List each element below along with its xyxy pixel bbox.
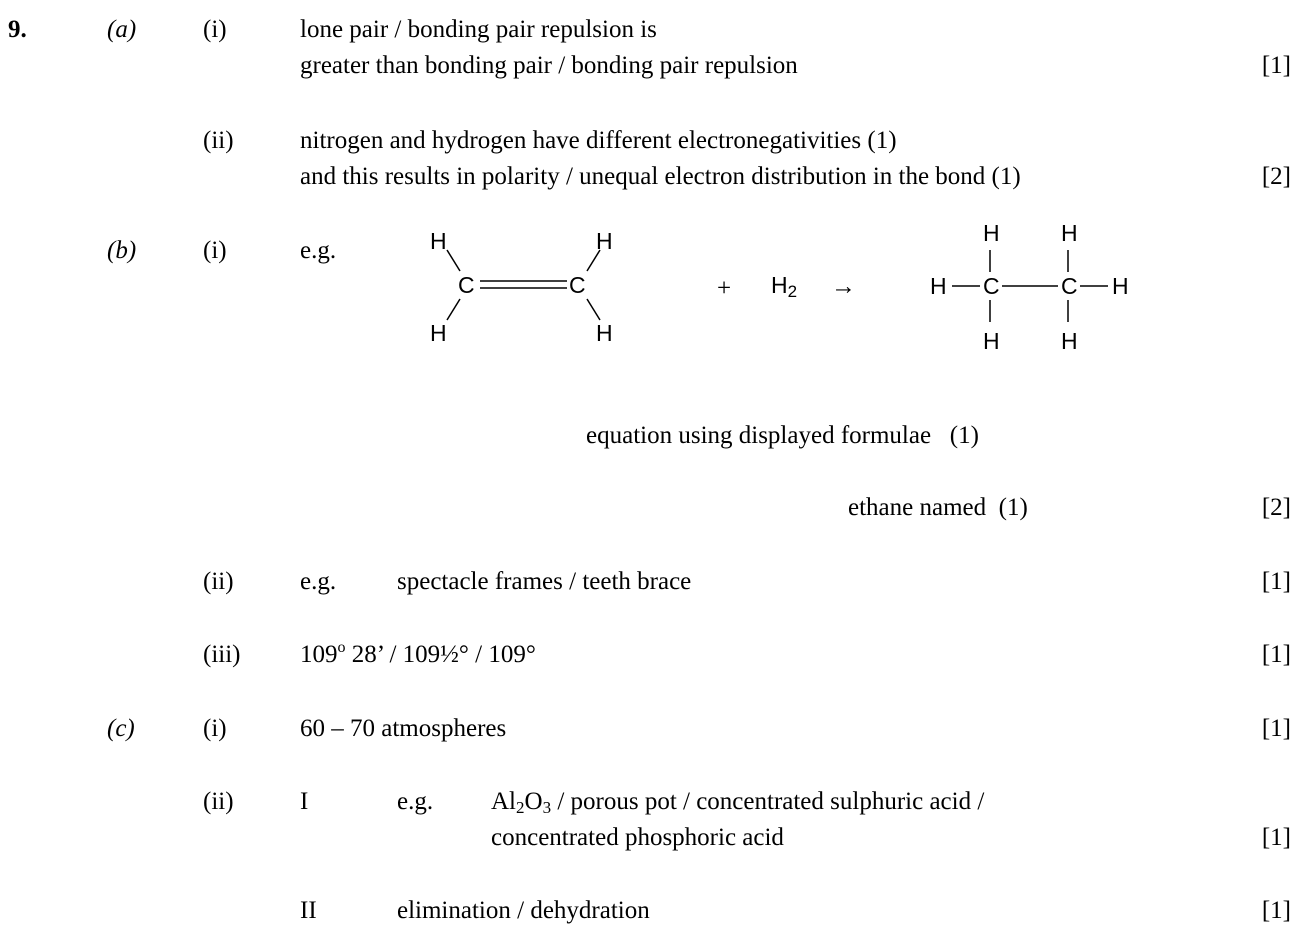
ethene-h-bottom-left: H [430, 320, 447, 346]
ethene-c-right: C [569, 272, 586, 298]
part-c-ii-II-label: II [300, 897, 317, 924]
part-c-i-mark: [1] [1261, 715, 1291, 742]
part-b-ii-eg: e.g. [300, 568, 337, 595]
part-c-ii-I-eg: e.g. [397, 788, 434, 815]
part-c-ii-II-mark: [1] [1261, 897, 1291, 924]
ethene-h-top-right: H [596, 228, 613, 254]
part-c-ii-I-line1-rest: / porous pot / concentrated sulphuric ac… [551, 788, 985, 815]
part-a-i-line1: lone pair / bonding pair repulsion is [300, 16, 657, 43]
ethene-c-left: C [458, 272, 475, 298]
part-b-ii-text: spectacle frames / teeth brace [397, 568, 692, 595]
part-c-ii-I-line1: Al2O3 / porous pot / concentrated sulphu… [491, 788, 985, 817]
part-b-iii-mark: [1] [1261, 641, 1291, 668]
part-c-ii-I-mark: [1] [1261, 824, 1291, 851]
part-a-ii-line2: and this results in polarity / unequal e… [300, 163, 1021, 190]
o-symbol: O [524, 788, 543, 815]
al-symbol: Al [491, 788, 516, 815]
angle-sup: o [337, 639, 346, 656]
part-a-i-label: (i) [203, 16, 227, 43]
h2-subscript: 2 [787, 282, 798, 301]
ethane-h-left: H [930, 273, 947, 299]
angle-rest: 28’ / 109½° / 109° [345, 641, 536, 668]
plus-sign: + [717, 275, 732, 302]
part-c-i-text: 60 – 70 atmospheres [300, 715, 507, 742]
part-a-ii-mark: [2] [1261, 163, 1291, 190]
part-c-ii-I-line2: concentrated phosphoric acid [491, 824, 784, 851]
ethane-h-bottom-1: H [983, 328, 1000, 354]
part-b-iii-label: (iii) [203, 641, 241, 668]
part-a-ii-line1: nitrogen and hydrogen have different ele… [300, 127, 897, 154]
ethane-h-bottom-2: H [1061, 328, 1078, 354]
part-b-i-eg: e.g. [300, 237, 337, 264]
al-subscript: 2 [516, 798, 525, 817]
part-b-i-mark: [2] [1261, 494, 1291, 521]
part-b-label: (b) [107, 237, 137, 264]
part-b-i-label: (i) [203, 237, 227, 264]
question-number: 9. [8, 16, 27, 43]
hydrogen-molecule: H2 [771, 272, 797, 301]
ethane-c-1: C [983, 273, 1000, 299]
ethene-h-bottom-right: H [596, 320, 613, 346]
part-b-ii-label: (ii) [203, 568, 234, 595]
part-a-ii-label: (ii) [203, 127, 234, 154]
part-a-i-mark: [1] [1261, 52, 1291, 79]
ethane-c-2: C [1061, 273, 1078, 299]
part-b-i-criterion1: equation using displayed formulae (1) [586, 422, 979, 449]
part-b-i-criterion2: ethane named (1) [848, 494, 1028, 521]
ethane-h-right: H [1112, 273, 1129, 299]
ethane-h-top-2: H [1061, 220, 1078, 246]
part-b-ii-mark: [1] [1261, 568, 1291, 595]
ethene-h-top-left: H [430, 228, 447, 254]
part-c-ii-label: (ii) [203, 788, 234, 815]
part-c-ii-II-text: elimination / dehydration [397, 897, 650, 924]
part-c-i-label: (i) [203, 715, 227, 742]
part-b-iii-answer: 109o 28’ / 109½° / 109° [300, 639, 536, 668]
h2-symbol: H [771, 272, 788, 298]
angle-number: 109 [300, 641, 338, 668]
reaction-arrow: → [831, 273, 856, 300]
part-c-ii-I-label: I [300, 788, 309, 815]
o-subscript: 3 [542, 798, 552, 817]
part-a-label: (a) [107, 16, 137, 43]
part-c-label: (c) [107, 715, 135, 742]
part-a-i-line2: greater than bonding pair / bonding pair… [300, 52, 798, 79]
ethane-h-top-1: H [983, 220, 1000, 246]
